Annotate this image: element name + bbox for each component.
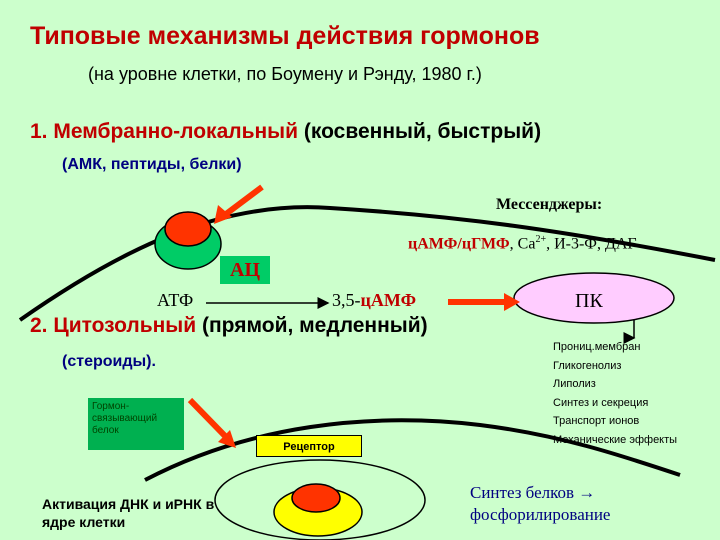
adenylate-cyclase-label: АЦ <box>220 256 270 284</box>
messenger-ca: , Са <box>509 235 536 253</box>
mechanism-2-name: 2. Цитозольный <box>30 314 197 337</box>
hormone-arrow-1-head <box>214 205 232 224</box>
mechanism-1-heading: 1. Мембранно-локальный (косвенный, быстр… <box>30 120 541 144</box>
camp-label: 3,5-цАМФ <box>332 290 416 311</box>
hormone-arrow-2 <box>187 397 229 440</box>
mechanism-1-examples: (АМК, пептиды, белки) <box>62 156 242 173</box>
messengers-title: Мессенджеры: <box>496 196 603 213</box>
pk-enzyme-ellipse <box>513 272 675 324</box>
hormone-red-top <box>164 211 212 247</box>
mechanism-2-examples: (стероиды). <box>62 353 156 370</box>
page-title: Типовые механизмы действия гормонов <box>30 22 540 50</box>
effect-item: Синтез и секреция <box>553 396 649 409</box>
receptor-label: Рецептор <box>256 435 362 457</box>
effect-item: Прониц.мембран <box>553 341 641 353</box>
effect-item: Механические эффекты <box>553 433 678 446</box>
nucleus-ellipse <box>214 459 426 540</box>
dna-activation-text: Активация ДНК и иРНК в ядре клетки <box>42 496 215 530</box>
messengers-list: цАМФ/цГМФ, Са2+, И-3-Ф, ДАГ <box>408 234 637 253</box>
hormone-arrow-1 <box>224 184 264 217</box>
atf-label: АТФ <box>157 290 194 310</box>
protein-kinase-label: ПК <box>575 290 603 312</box>
effect-item: Липолиз <box>553 378 596 390</box>
effect-item: Транспорт ионов <box>553 415 640 427</box>
protein-synthesis-text: Синтез белков → фосфорилирование <box>470 483 611 524</box>
hormone-arrow-2-head <box>218 430 236 448</box>
cell-membrane-curve <box>18 205 716 322</box>
mechanism-2-heading: 2. Цитозольный (прямой, медленный) <box>30 314 428 338</box>
mechanism-1-name: 1. Мембранно-локальный <box>30 120 299 143</box>
camp-to-pk-arrow-head <box>504 293 520 311</box>
hormone-binding-protein-box: Гормон-связывающий белок <box>88 398 184 450</box>
camp-prefix: 3,5- <box>332 290 361 310</box>
effect-item: Гликогенолиз <box>553 359 622 372</box>
messenger-tail: , И-3-Ф, ДАГ <box>546 235 637 253</box>
mechanism-2-desc: (прямой, медленный) <box>202 314 428 337</box>
cell-membrane-lower <box>144 418 681 482</box>
camp-main: цАМФ <box>360 290 417 310</box>
messenger-camp-cgmp: цАМФ/цГМФ <box>408 235 510 253</box>
page-subtitle: (на уровне клетки, по Боумену и Рэнду, 1… <box>88 64 482 84</box>
messenger-ca-sup: 2+ <box>535 234 547 245</box>
effects-list: Прониц.мембран Гликогенолиз Липолиз Синт… <box>553 338 677 449</box>
mechanism-1-desc: (косвенный, быстрый) <box>303 120 542 143</box>
hormone-red-nucleus <box>291 483 341 513</box>
